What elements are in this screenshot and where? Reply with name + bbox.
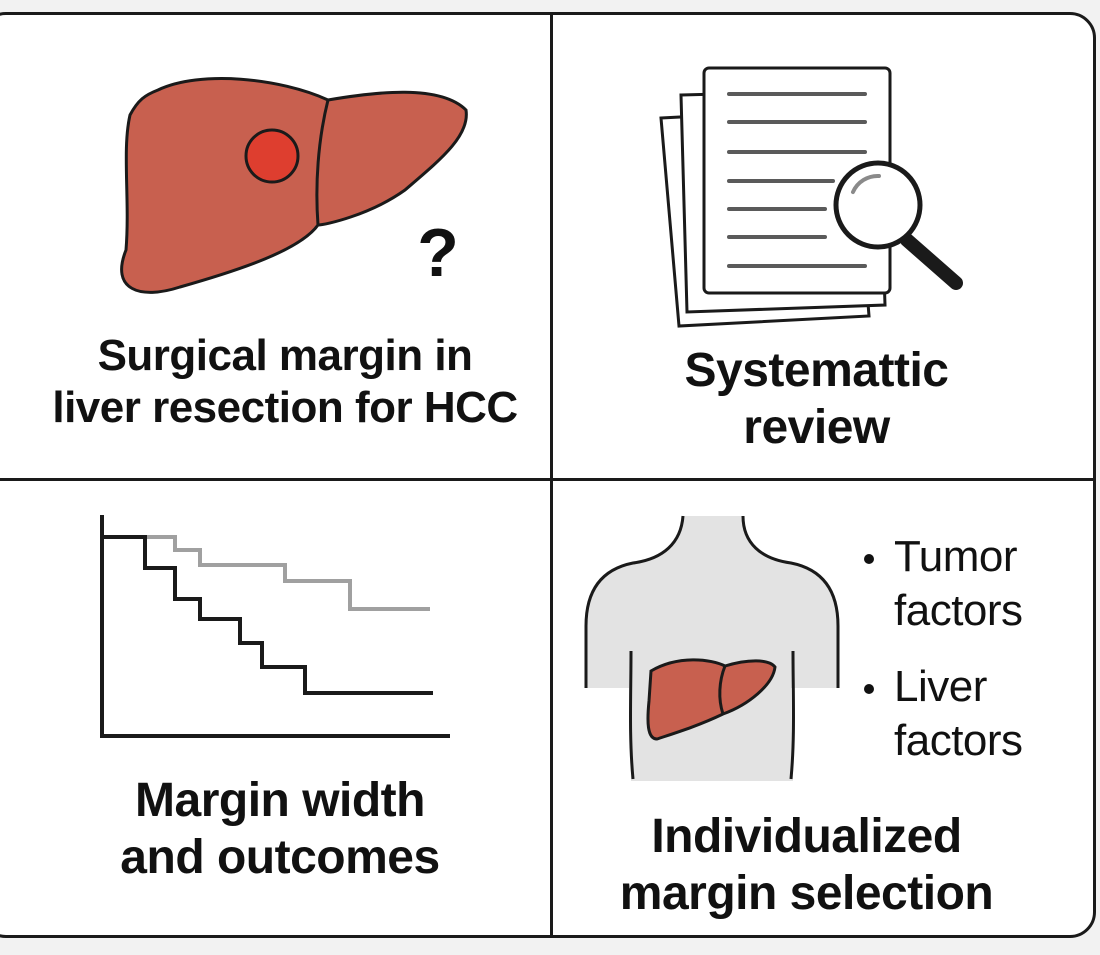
survival-curve-narrow-margin [102,535,433,695]
caption-individualized: Individualized margin selection [619,810,994,920]
small-liver-lobe-line [718,665,727,715]
neck-right [741,515,840,688]
vertical-divider [550,14,553,936]
question-mark: ? [417,215,459,291]
torso-shape [586,516,838,781]
bullet-tumor-factors: Tumor factors [860,530,1023,638]
caption-margin-width: Margin width and outcomes [120,774,440,884]
liver-with-tumor-icon: ? [120,77,468,294]
liver-lobe-line [315,99,330,226]
arm-left [629,650,635,780]
survival-curve-wide-margin [102,535,430,611]
magnifier-handle [900,233,963,290]
caption-surgical-margin: Surgical margin in liver resection for H… [52,331,518,432]
caption-systematic-review: Systemattic review [684,344,949,454]
chart-axes [100,515,450,738]
tumor-circle [244,128,300,184]
survival-curve-icon [100,515,450,738]
panel-surgical-margin: ? Surgical margin in liver resection for… [0,0,550,478]
liver-shape [120,77,468,294]
panel-margin-width: Margin width and outcomes [0,481,550,936]
document-text-lines [727,92,867,268]
small-liver-shape [646,658,777,741]
panel-individualized-margin: Individualized margin selection [553,481,1100,936]
torso-with-liver-icon [584,515,840,781]
documents-with-magnifier-icon [659,66,963,328]
bullet-liver-factors: Liver factors [860,660,1023,768]
magnifier-glint [851,173,881,194]
horizontal-divider [0,478,1096,481]
panel-systematic-review: Systemattic review [553,0,1100,478]
factor-bullet-list: Tumor factors Liver factors [860,530,1023,790]
neck-left [584,515,685,688]
arm-right [789,650,795,780]
